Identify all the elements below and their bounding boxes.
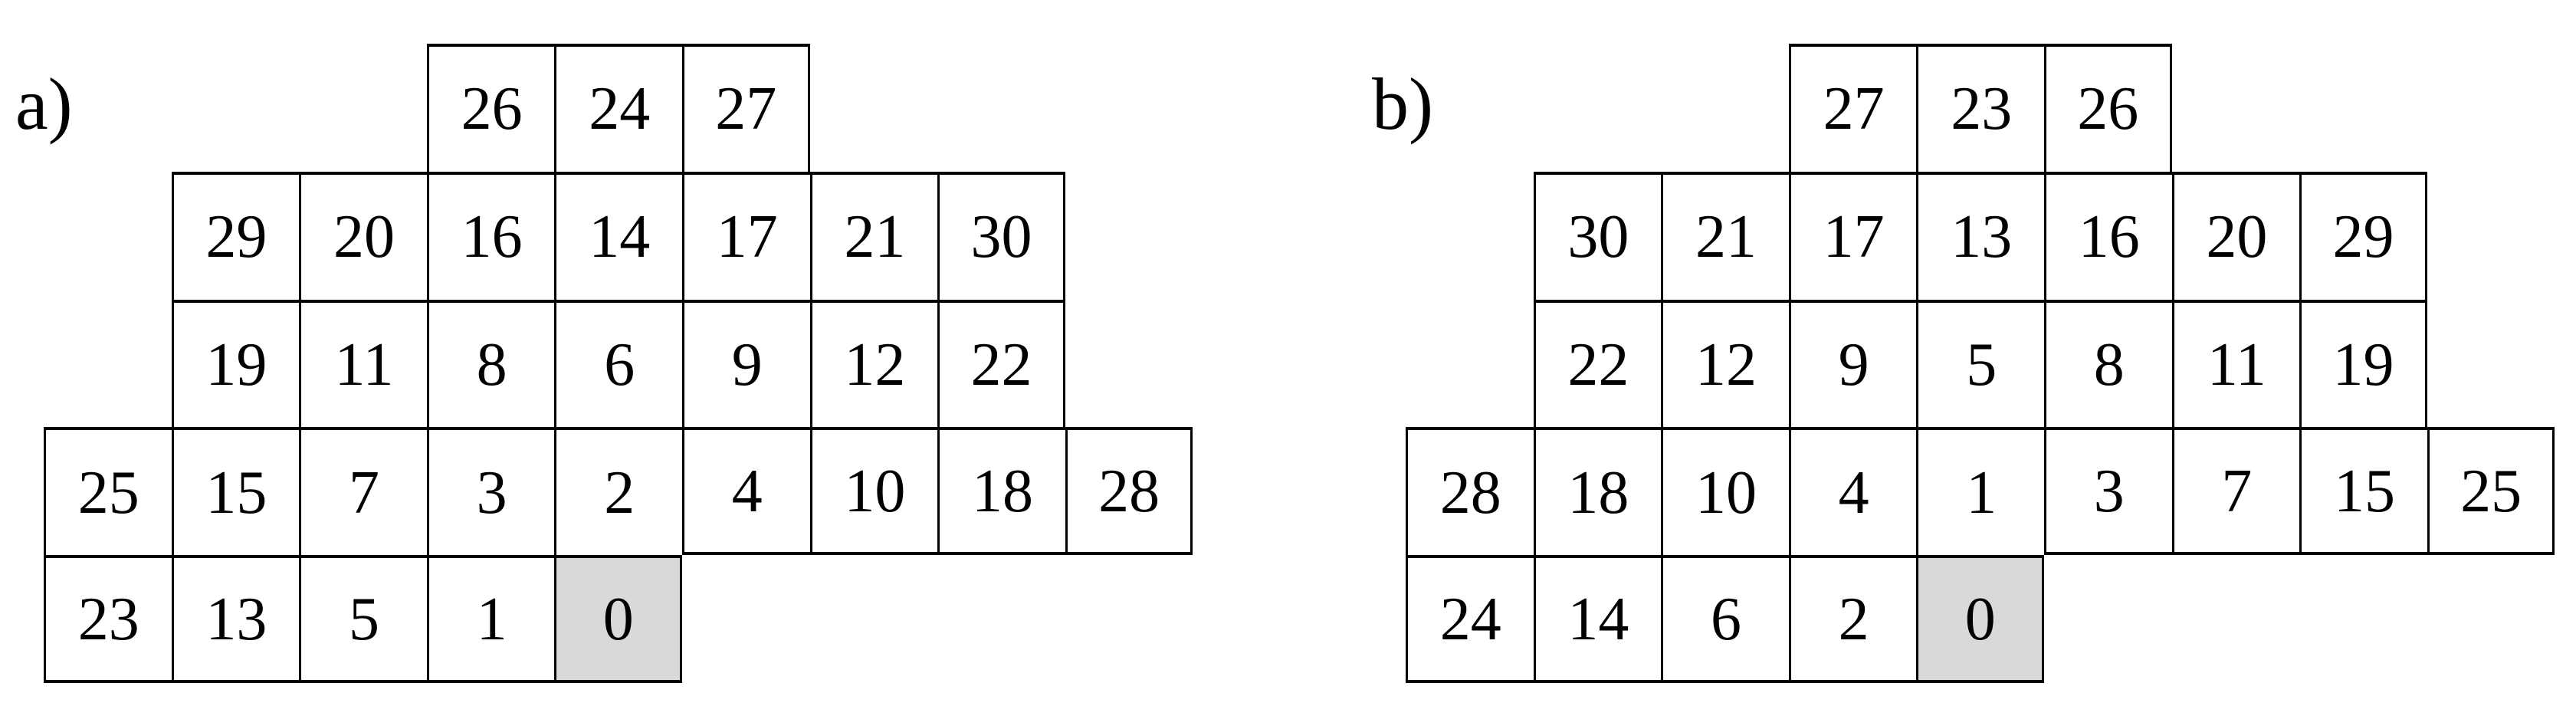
grid-cell: 8 (2044, 299, 2172, 428)
grid-cell: 20 (299, 171, 427, 300)
grid-cell: 1 (1916, 427, 2044, 556)
grid-cell: 15 (171, 427, 300, 556)
grid-cell: 2 (1788, 555, 1917, 683)
grid-cell: 3 (426, 427, 555, 556)
grid-cell-origin-highlighted: 0 (554, 555, 682, 683)
grid-cell: 16 (426, 171, 555, 300)
grid-cell: 6 (1661, 555, 1789, 683)
grid-cell: 25 (44, 427, 172, 556)
grid-cell: 13 (1916, 171, 2044, 300)
grid-cell: 26 (2044, 44, 2172, 172)
grid-cell: 8 (426, 299, 555, 428)
grid-cell: 15 (2299, 427, 2427, 556)
grid-cell: 19 (2299, 299, 2427, 428)
grid-cell: 7 (299, 427, 427, 556)
diagram-a-label: a) (15, 63, 73, 145)
grid-cell: 4 (1788, 427, 1917, 556)
grid-cell: 18 (1533, 427, 1662, 556)
grid-cell: 10 (809, 427, 938, 556)
grid-cell: 9 (682, 299, 810, 428)
grid-cell: 27 (682, 44, 810, 172)
grid-cell: 13 (171, 555, 300, 683)
grid-cell: 7 (2171, 427, 2300, 556)
grid-cell: 12 (809, 299, 938, 428)
grid-cell: 30 (1533, 171, 1662, 300)
grid-cell: 4 (682, 427, 810, 556)
grid-cell: 21 (809, 171, 938, 300)
grid-cell: 14 (554, 171, 682, 300)
grid-cell: 14 (1533, 555, 1662, 683)
grid-cell: 23 (44, 555, 172, 683)
grid-cell: 5 (1916, 299, 2044, 428)
grid-cell: 29 (2299, 171, 2427, 300)
grid-cell: 6 (554, 299, 682, 428)
grid-cell: 24 (1406, 555, 1534, 683)
grid-cell: 1 (426, 555, 555, 683)
grid-cell: 21 (1661, 171, 1789, 300)
grid-cell: 17 (682, 171, 810, 300)
grid-cell: 28 (1406, 427, 1534, 556)
grid-cell: 17 (1788, 171, 1917, 300)
grid-cell: 23 (1916, 44, 2044, 172)
grid-cell: 26 (426, 44, 555, 172)
grid-cell: 11 (299, 299, 427, 428)
grid-cell: 2 (554, 427, 682, 556)
grid-cell: 3 (2044, 427, 2172, 556)
grid-cell: 11 (2171, 299, 2300, 428)
grid-cell: 29 (171, 171, 300, 300)
grid-cell: 18 (937, 427, 1065, 556)
grid-cell: 16 (2044, 171, 2172, 300)
grid-cell: 25 (2427, 427, 2555, 556)
grid-cell: 12 (1661, 299, 1789, 428)
grid-cell: 27 (1788, 44, 1917, 172)
grid-cell: 20 (2171, 171, 2300, 300)
grid-cell: 9 (1788, 299, 1917, 428)
grid-cell: 19 (171, 299, 300, 428)
grid-cell: 10 (1661, 427, 1789, 556)
grid-cell: 30 (937, 171, 1065, 300)
grid-cell: 28 (1065, 427, 1193, 556)
grid-cell: 5 (299, 555, 427, 683)
diagram-b-label: b) (1372, 63, 1433, 145)
grid-cell: 22 (937, 299, 1065, 428)
grid-cell: 24 (554, 44, 682, 172)
grid-cell: 22 (1533, 299, 1662, 428)
grid-cell-origin-highlighted: 0 (1916, 555, 2044, 683)
